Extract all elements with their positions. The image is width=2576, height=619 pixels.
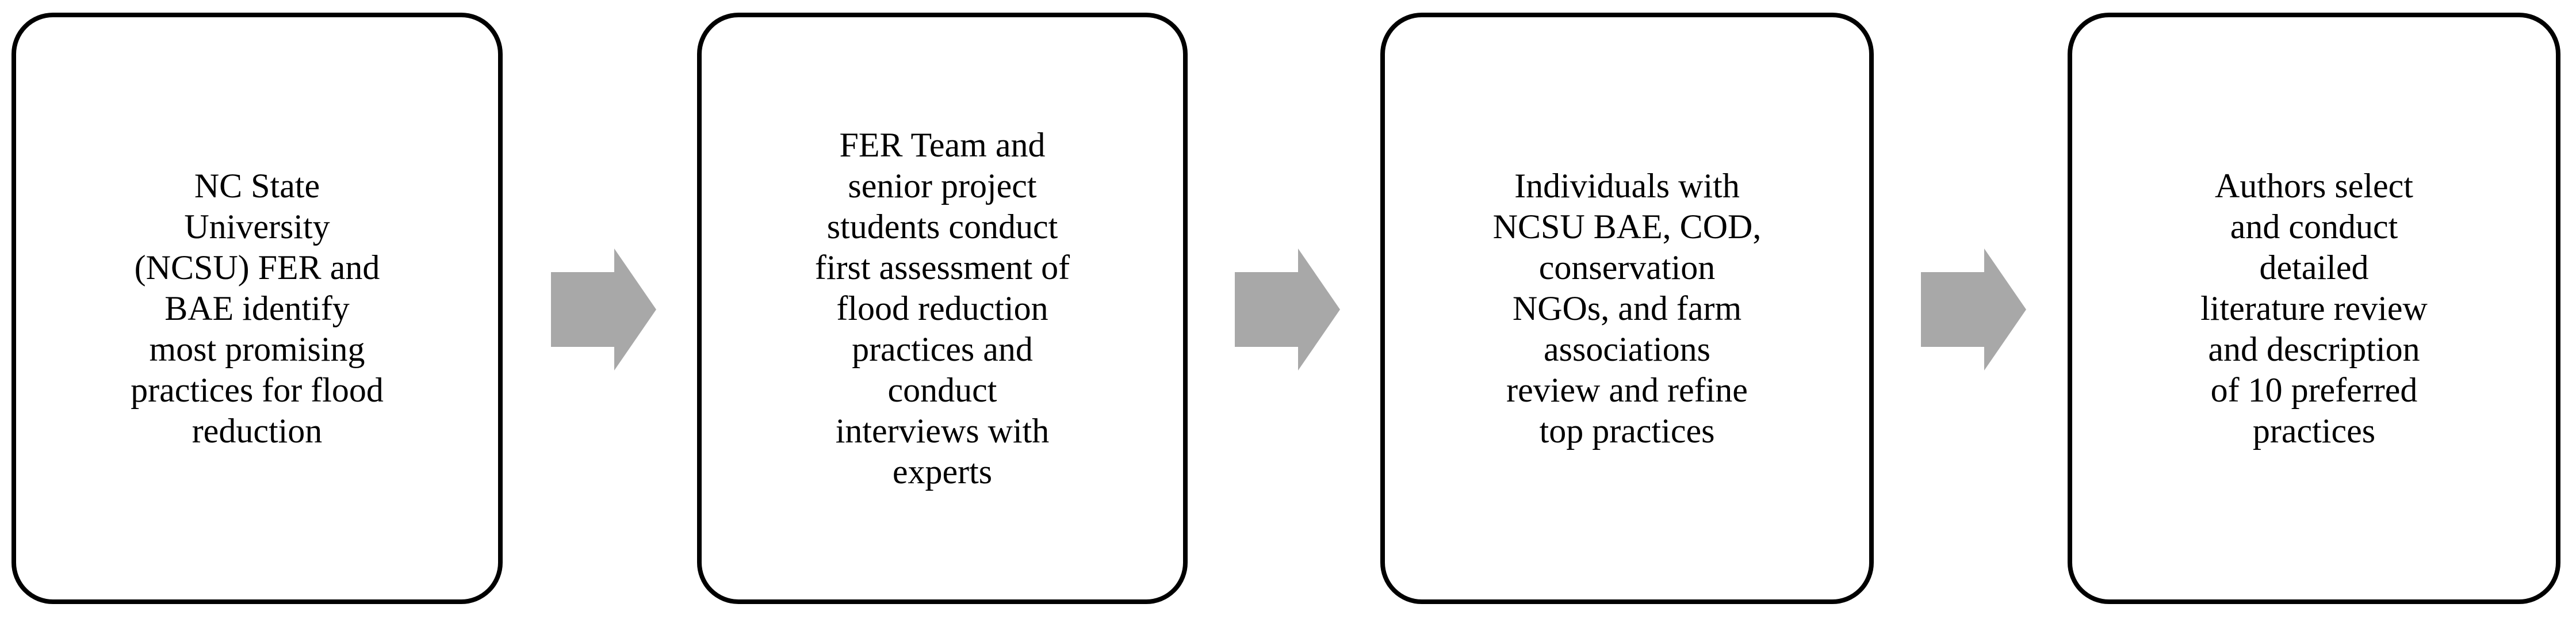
process-step-2-box[interactable]: FER Team and senior project students con… (697, 13, 1188, 604)
flow-arrow-3-icon (1921, 249, 2026, 370)
process-step-1-label: NC State University (NCSU) FER and BAE i… (131, 166, 384, 450)
process-step-4-box[interactable]: Authors select and conduct detailed lite… (2068, 13, 2560, 604)
flow-arrow-1-icon (551, 249, 656, 370)
process-step-2-label: FER Team and senior project students con… (814, 125, 1070, 491)
process-step-4-label: Authors select and conduct detailed lite… (2200, 166, 2428, 450)
process-step-1-box[interactable]: NC State University (NCSU) FER and BAE i… (12, 13, 503, 604)
flow-arrow-2-icon (1235, 249, 1340, 370)
process-step-3-label: Individuals with NCSU BAE, COD, conserva… (1492, 166, 1762, 450)
process-step-3-box[interactable]: Individuals with NCSU BAE, COD, conserva… (1380, 13, 1874, 604)
